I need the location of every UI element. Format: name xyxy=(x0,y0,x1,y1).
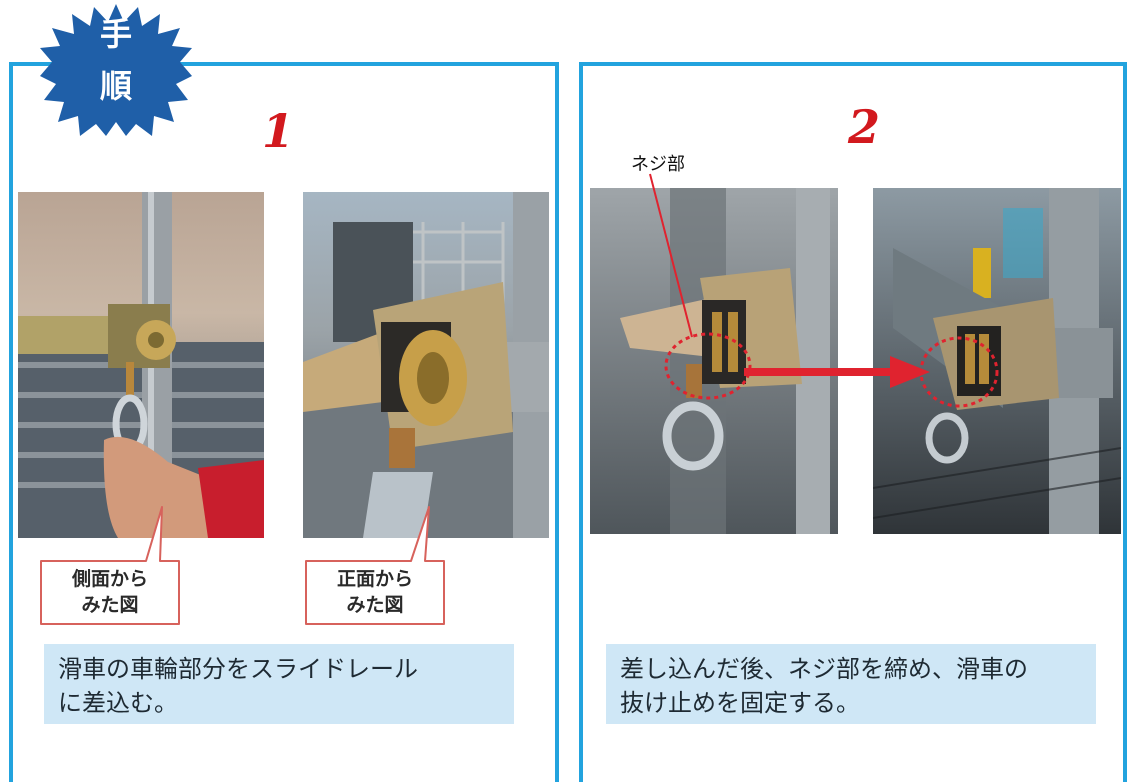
step-2-caption: 差し込んだ後、ネジ部を締め、滑車の 抜け止めを固定する。 xyxy=(606,644,1096,724)
front-view-photo xyxy=(303,192,549,538)
step-1-caption-line1: 滑車の車輪部分をスライドレール xyxy=(58,655,418,683)
step-1-panel xyxy=(9,62,559,782)
step-2-panel xyxy=(579,62,1127,782)
screw-leader-line xyxy=(649,173,693,338)
screw-part-label: ネジ部 xyxy=(631,154,685,175)
step-2-caption-line2: 抜け止めを固定する。 xyxy=(620,689,860,717)
badge-burst-icon xyxy=(40,4,192,136)
side-view-photo xyxy=(18,192,264,538)
step-1-caption-line2: に差込む。 xyxy=(58,689,178,717)
screw-tightening-photo xyxy=(590,188,838,534)
step-2-caption-line1: 差し込んだ後、ネジ部を締め、滑車の xyxy=(620,655,1028,683)
callout-side-line2: みた図 xyxy=(81,594,139,616)
callout-front-line1: 正面から xyxy=(336,568,413,590)
badge-char-1: 手 xyxy=(99,15,132,53)
step-1-caption: 滑車の車輪部分をスライドレール に差込む。 xyxy=(44,644,514,724)
arrow-right-icon xyxy=(744,356,930,388)
step-2-number: 2 xyxy=(848,100,881,154)
screw-detail-photo xyxy=(873,188,1121,534)
step-1-number: 1 xyxy=(262,104,295,158)
callout-side-bubble xyxy=(40,506,180,625)
callout-front-line2: みた図 xyxy=(346,594,404,616)
callout-side-line1: 側面から xyxy=(71,568,148,590)
badge-char-2: 順 xyxy=(99,67,132,105)
callout-front-bubble xyxy=(305,506,445,625)
